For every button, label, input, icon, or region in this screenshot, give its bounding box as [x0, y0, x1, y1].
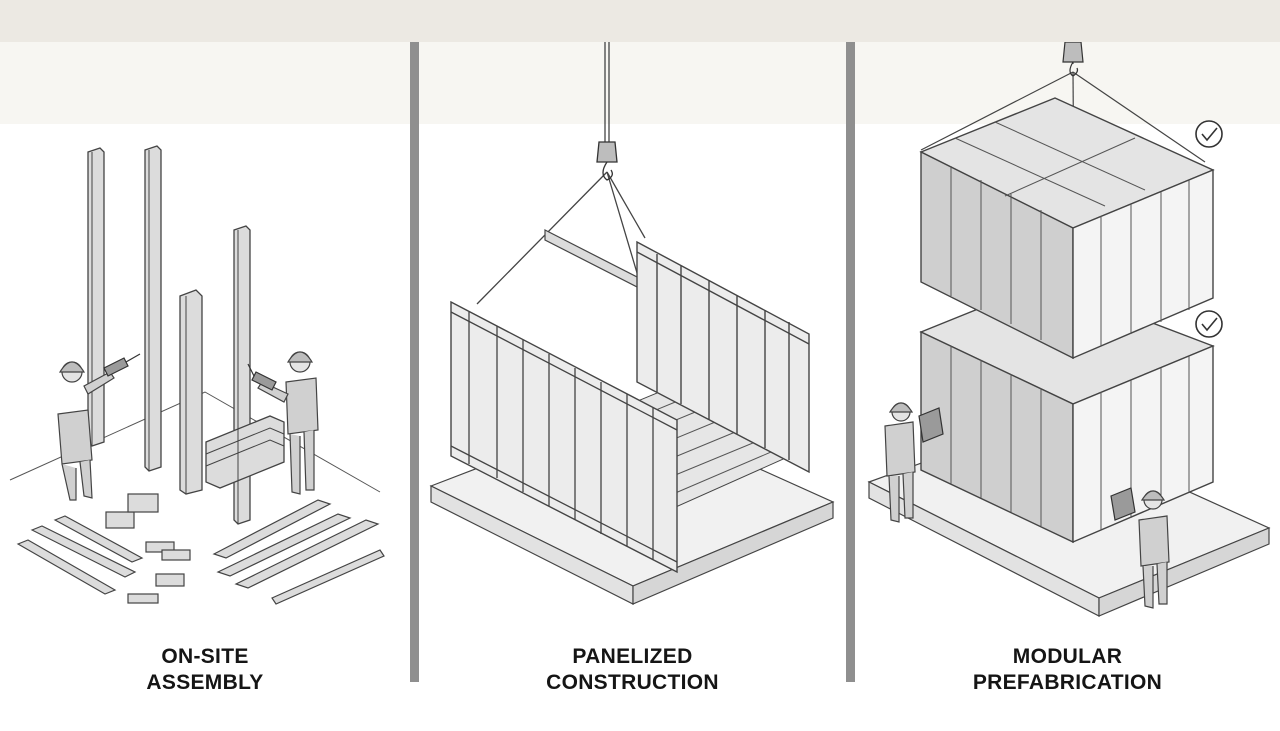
floor-lumber-4	[212, 499, 332, 559]
panel-on-site-assembly: ON-SITE ASSEMBLY	[0, 42, 410, 731]
block-2	[127, 493, 159, 513]
caption-modular: MODULAR PREFABRICATION	[855, 644, 1280, 696]
lumber-stack	[205, 415, 285, 489]
plate-2	[161, 549, 191, 561]
worker-tablet-left	[884, 402, 916, 523]
floor-lumber-2	[30, 525, 137, 578]
tablet-icon	[918, 407, 944, 443]
crane-hook-icon-2	[1062, 42, 1084, 77]
floor-lumber-3	[53, 515, 144, 563]
slab-side	[1098, 527, 1270, 617]
floor-lumber-5	[216, 513, 352, 577]
wall-panel-front	[450, 300, 678, 574]
plate-3	[155, 573, 185, 587]
stud-1	[87, 147, 105, 447]
checkmark-icon-2	[1195, 310, 1223, 338]
crane-hook-icon	[596, 141, 618, 181]
block-1	[105, 511, 135, 529]
checkmark-icon	[1195, 120, 1223, 148]
stud-2	[144, 145, 162, 472]
plate-4	[127, 593, 159, 604]
drill-icon	[103, 353, 141, 377]
caption-modular-line2: PREFABRICATION	[972, 671, 1163, 694]
panel-modular-prefabrication: MODULAR PREFABRICATION	[855, 42, 1280, 731]
worker-right	[257, 351, 319, 495]
caption-on-site-line1: ON-SITE	[161, 645, 249, 668]
upper-module-side	[1072, 168, 1214, 360]
caption-on-site: ON-SITE ASSEMBLY	[0, 644, 410, 696]
panelized-illustration	[429, 42, 835, 605]
caption-panelized-line1: PANELIZED	[572, 645, 693, 668]
tablet-icon-2	[1110, 487, 1136, 521]
floor-lumber-7	[271, 549, 385, 605]
caption-on-site-line2: ASSEMBLY	[146, 671, 264, 694]
modular-illustration	[867, 42, 1271, 617]
slab-side	[632, 501, 834, 605]
wall-panel-back	[636, 240, 810, 474]
caption-modular-line1: MODULAR	[1012, 645, 1123, 668]
caption-panelized-line2: CONSTRUCTION	[546, 671, 719, 694]
divider-2	[846, 42, 855, 682]
panel-panelized-construction: PANELIZED CONSTRUCTION	[419, 42, 846, 731]
spreader-bar	[544, 229, 644, 291]
caption-panelized: PANELIZED CONSTRUCTION	[419, 644, 846, 696]
floor-lumber-6	[234, 519, 380, 589]
on-site-illustration	[9, 145, 385, 605]
plate-1	[145, 541, 175, 553]
floor-lumber-1	[16, 539, 117, 595]
drill-icon-2	[247, 363, 277, 391]
divider-1	[410, 42, 419, 682]
worker-left	[57, 361, 115, 501]
lower-module-side	[1072, 344, 1214, 544]
worker-tablet-right	[1138, 490, 1170, 609]
ceiling-band	[0, 0, 1280, 42]
stud-3	[179, 289, 203, 495]
